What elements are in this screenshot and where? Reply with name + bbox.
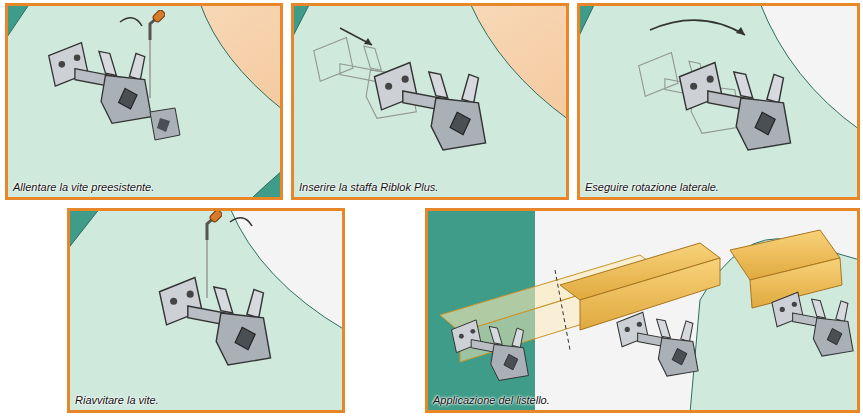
step-caption: Allentare la vite preesistente.: [13, 181, 154, 194]
step-panel: Inserire la staffa Riblok Plus.: [291, 3, 569, 200]
panel-art: [291, 3, 569, 200]
step-panel: Riavvitare la vite.: [67, 208, 345, 413]
panel-art: [425, 208, 860, 413]
step-caption: Applicazione del listello.: [433, 394, 550, 407]
step-caption: Inserire la staffa Riblok Plus.: [299, 181, 438, 194]
step-panel: Allentare la vite preesistente.: [5, 3, 283, 200]
step-panel: Eseguire rotazione laterale.: [577, 3, 860, 200]
panel-art: [5, 3, 283, 200]
step-panel: Applicazione del listello.: [425, 208, 860, 413]
panel-art: [577, 3, 860, 200]
step-caption: Riavvitare la vite.: [75, 394, 159, 407]
step-caption: Eseguire rotazione laterale.: [585, 181, 719, 194]
panel-art: [67, 208, 345, 413]
